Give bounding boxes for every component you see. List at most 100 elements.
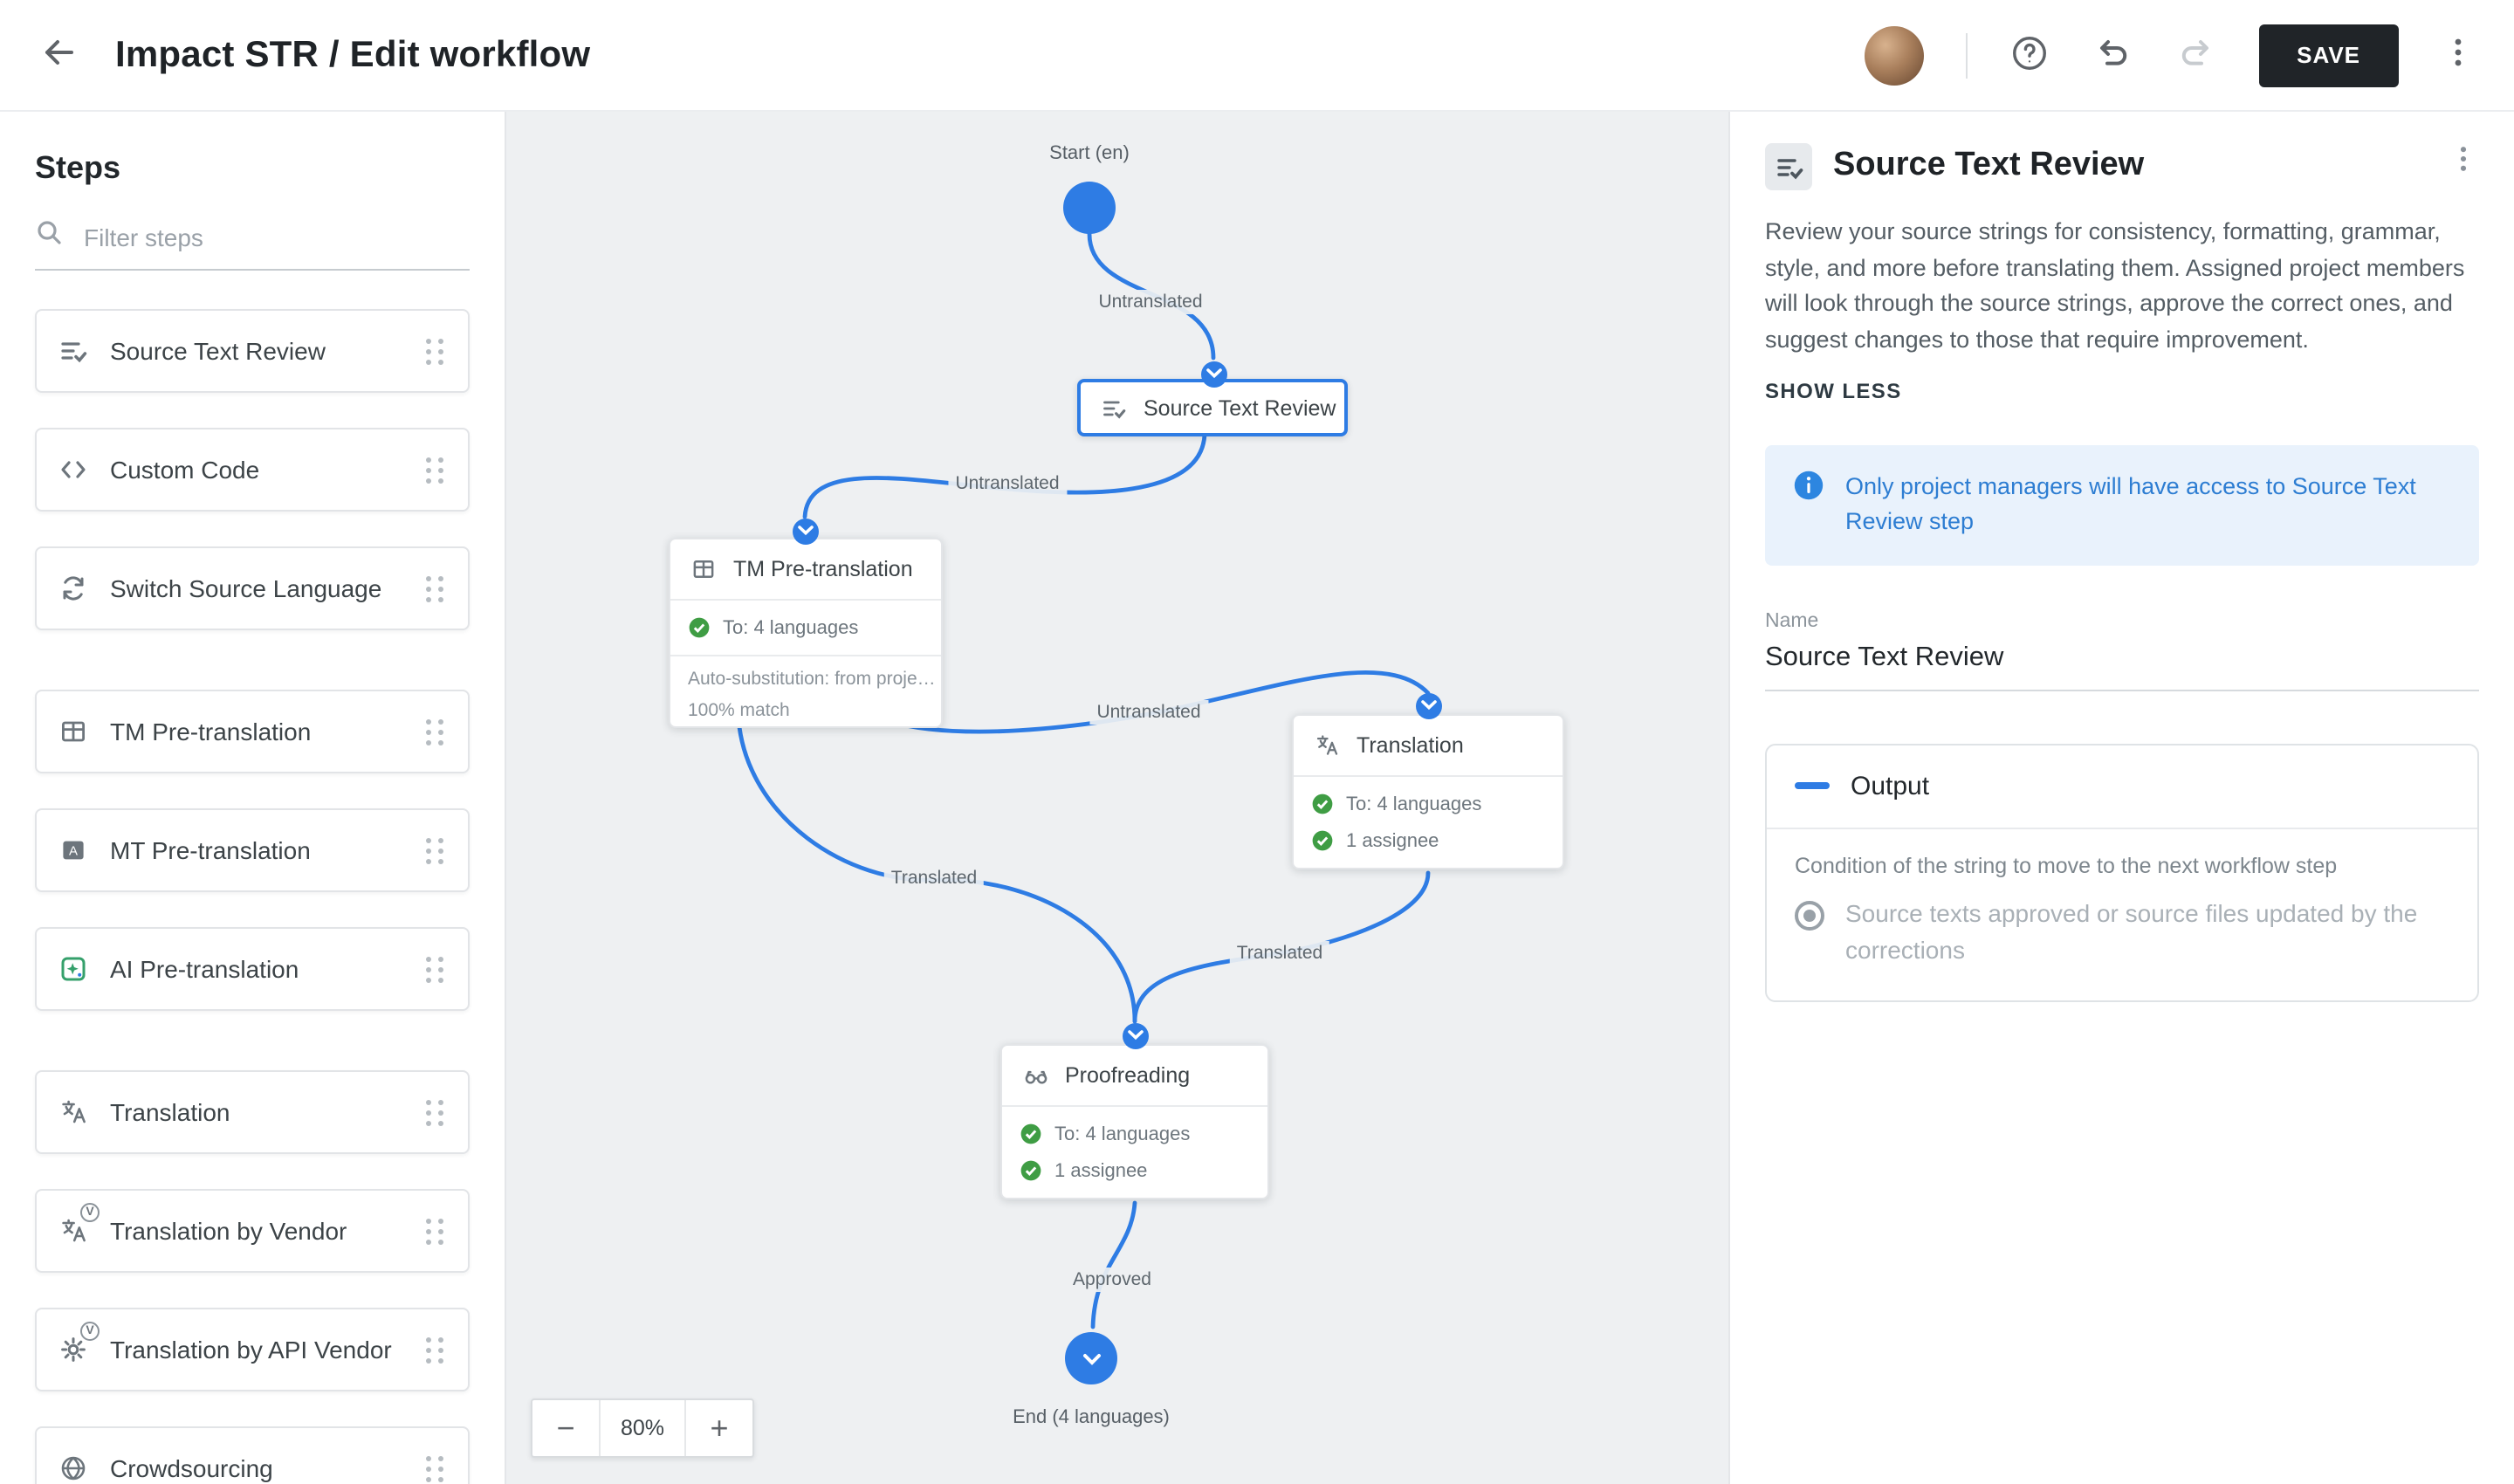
chevron-down-icon bbox=[1082, 1345, 1101, 1371]
sidebar-item-tm-pretranslation[interactable]: TM Pre-translation bbox=[35, 690, 470, 773]
step-name-input[interactable] bbox=[1765, 631, 2479, 691]
drag-handle-icon[interactable] bbox=[419, 949, 450, 989]
save-button[interactable]: SAVE bbox=[2258, 24, 2399, 86]
sidebar-item-translation[interactable]: Translation bbox=[35, 1070, 470, 1154]
output-condition-radio[interactable] bbox=[1795, 900, 1824, 931]
sidebar-item-mt-pretranslation[interactable]: A MT Pre-translation bbox=[35, 808, 470, 892]
node-row-text: 100% match bbox=[688, 700, 790, 721]
header-actions: SAVE bbox=[1864, 24, 2476, 86]
output-card-body: Condition of the string to move to the n… bbox=[1767, 828, 2477, 1000]
tm-pretranslation-icon bbox=[688, 553, 719, 585]
check-icon bbox=[689, 617, 710, 638]
zoom-control: − 80% + bbox=[531, 1398, 754, 1458]
node-title: TM Pre-translation bbox=[733, 557, 913, 581]
node-row: 100% match bbox=[670, 695, 941, 726]
drag-handle-icon[interactable] bbox=[419, 1448, 450, 1484]
help-button[interactable] bbox=[2009, 32, 2049, 78]
drag-handle-icon[interactable] bbox=[419, 568, 450, 608]
end-node[interactable] bbox=[1065, 1332, 1117, 1384]
node-row: To: 4 languages bbox=[1002, 1107, 1267, 1152]
edge-label-translated: Translated bbox=[1229, 941, 1330, 965]
info-icon bbox=[1793, 470, 1824, 510]
arrow-marker-icon bbox=[1415, 692, 1441, 718]
source-review-icon bbox=[1098, 392, 1130, 423]
inspector-title: Source Text Review bbox=[1833, 147, 2145, 183]
arrow-marker-icon bbox=[1200, 361, 1226, 387]
arrow-marker-icon bbox=[1122, 1022, 1148, 1048]
header: Impact STR / Edit workflow SAVE bbox=[0, 0, 2514, 112]
undo-button[interactable] bbox=[2091, 31, 2133, 79]
code-icon bbox=[58, 454, 89, 485]
tm-pretranslation-icon bbox=[58, 716, 89, 747]
sidebar-item-source-text-review[interactable]: Source Text Review bbox=[35, 309, 470, 393]
drag-handle-icon[interactable] bbox=[419, 830, 450, 870]
node-row-text: To: 4 languages bbox=[1054, 1123, 1191, 1144]
node-row: Auto-substitution: from proje… bbox=[670, 655, 941, 695]
header-kebab-button[interactable] bbox=[2441, 35, 2476, 75]
back-button[interactable] bbox=[38, 31, 80, 79]
kebab-icon bbox=[2441, 35, 2476, 75]
search-icon bbox=[35, 218, 63, 255]
drag-handle-icon[interactable] bbox=[419, 450, 450, 490]
vendor-badge: V bbox=[80, 1203, 100, 1222]
sidebar-item-switch-source-language[interactable]: Switch Source Language bbox=[35, 546, 470, 630]
zoom-level: 80% bbox=[599, 1400, 686, 1456]
redo-icon bbox=[2174, 31, 2216, 79]
drag-handle-icon[interactable] bbox=[419, 331, 450, 371]
node-row-text: To: 4 languages bbox=[723, 617, 859, 638]
glasses-icon bbox=[1020, 1060, 1051, 1091]
drag-handle-icon[interactable] bbox=[419, 1092, 450, 1132]
check-icon bbox=[1020, 1160, 1041, 1181]
steps-sidebar: Steps Source Text Review Custom Code bbox=[0, 112, 506, 1484]
node-proofreading[interactable]: Proofreading To: 4 languages 1 assignee bbox=[1000, 1044, 1269, 1199]
header-divider bbox=[1965, 32, 1968, 78]
output-title: Output bbox=[1851, 771, 1930, 801]
zoom-out-button[interactable]: − bbox=[532, 1400, 599, 1456]
drag-handle-icon[interactable] bbox=[419, 711, 450, 752]
node-row: To: 4 languages bbox=[1294, 777, 1563, 822]
start-node[interactable] bbox=[1063, 182, 1116, 234]
sidebar-item-crowdsourcing[interactable]: Crowdsourcing bbox=[35, 1426, 470, 1484]
translate-icon bbox=[1311, 730, 1343, 761]
node-row-text: Auto-substitution: from proje… bbox=[688, 669, 936, 690]
sidebar-item-translation-by-api-vendor[interactable]: V Translation by API Vendor bbox=[35, 1308, 470, 1391]
start-node-label: Start (en) bbox=[1049, 143, 1130, 164]
drag-handle-icon[interactable] bbox=[419, 1329, 450, 1370]
zoom-in-button[interactable]: + bbox=[686, 1400, 752, 1456]
sidebar-item-label: Translation by Vendor bbox=[110, 1217, 347, 1245]
redo-button[interactable] bbox=[2174, 31, 2216, 79]
page-title: Impact STR / Edit workflow bbox=[115, 34, 591, 74]
check-icon bbox=[1020, 1123, 1041, 1144]
node-title: Proofreading bbox=[1065, 1063, 1191, 1088]
node-source-text-review[interactable]: Source Text Review bbox=[1077, 379, 1348, 436]
sidebar-item-label: Source Text Review bbox=[110, 337, 326, 365]
avatar[interactable] bbox=[1864, 25, 1924, 85]
filter-steps-field[interactable] bbox=[35, 218, 470, 271]
show-less-button[interactable]: SHOW LESS bbox=[1765, 379, 1902, 404]
mt-pretranslation-icon: A bbox=[58, 835, 89, 866]
inspector-kebab-button[interactable] bbox=[2448, 143, 2479, 180]
kebab-icon bbox=[2448, 143, 2479, 180]
sync-icon bbox=[58, 573, 89, 604]
help-icon bbox=[2009, 32, 2049, 78]
sidebar-item-label: Custom Code bbox=[110, 456, 260, 484]
node-title: Translation bbox=[1357, 733, 1464, 758]
svg-text:A: A bbox=[69, 844, 78, 859]
output-icon bbox=[1795, 782, 1830, 790]
sidebar-item-ai-pretranslation[interactable]: AI Pre-translation bbox=[35, 927, 470, 1011]
node-row-text: To: 4 languages bbox=[1346, 794, 1482, 814]
check-icon bbox=[1312, 830, 1333, 851]
name-field-label: Name bbox=[1765, 610, 1819, 632]
workflow-canvas[interactable]: Start (en) Untranslated Untranslated Unt… bbox=[506, 112, 1728, 1484]
sidebar-item-custom-code[interactable]: Custom Code bbox=[35, 428, 470, 512]
sidebar-item-translation-by-vendor[interactable]: V Translation by Vendor bbox=[35, 1189, 470, 1273]
node-tm-pretranslation[interactable]: TM Pre-translation To: 4 languages Auto-… bbox=[669, 538, 943, 728]
inspector-header: Source Text Review bbox=[1765, 143, 2479, 190]
node-translation[interactable]: Translation To: 4 languages 1 assignee bbox=[1292, 714, 1564, 869]
globe-icon bbox=[58, 1453, 89, 1484]
drag-handle-icon[interactable] bbox=[419, 1211, 450, 1251]
node-header: Proofreading bbox=[1002, 1046, 1267, 1107]
filter-steps-input[interactable] bbox=[80, 221, 470, 252]
step-inspector-panel: Source Text Review Review your source st… bbox=[1728, 112, 2514, 1484]
